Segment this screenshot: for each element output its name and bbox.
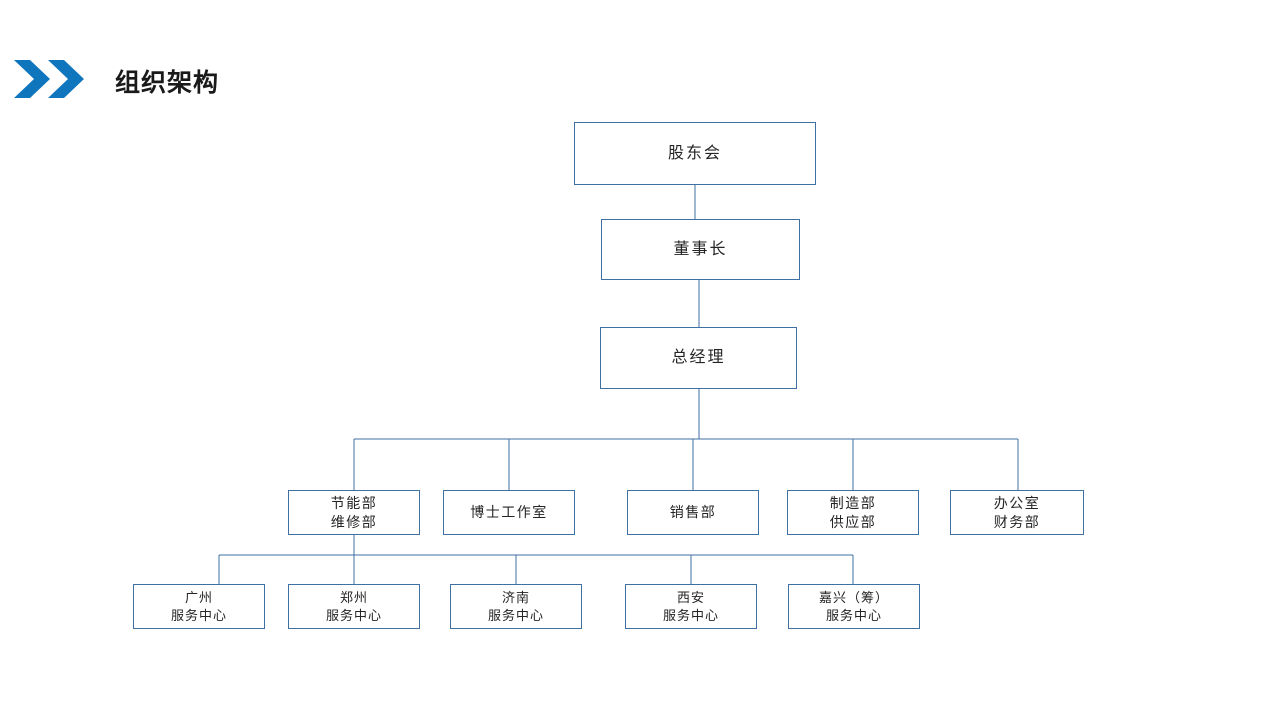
org-node-label: 股东会 <box>667 144 722 162</box>
double-chevron-right-icon <box>14 60 84 98</box>
org-node-label: 服务中心 <box>662 607 719 623</box>
org-node-label: 供应部 <box>829 513 877 530</box>
org-node-label: 服务中心 <box>170 607 227 623</box>
org-node-label: 济南 <box>501 589 530 605</box>
org-node-office-finance[interactable]: 办公室财务部 <box>950 490 1084 535</box>
org-node-guangzhou-service[interactable]: 广州服务中心 <box>133 584 265 629</box>
org-node-label: 董事长 <box>673 240 728 258</box>
org-node-label: 博士工作室 <box>470 504 548 521</box>
org-node-label: 广州 <box>184 589 213 605</box>
org-node-sales[interactable]: 销售部 <box>627 490 759 535</box>
org-node-label: 郑州 <box>339 589 368 605</box>
org-node-jinan-service[interactable]: 济南服务中心 <box>450 584 582 629</box>
page-title: 组织架构 <box>115 69 220 97</box>
org-node-label: 服务中心 <box>487 607 544 623</box>
org-node-label: 制造部 <box>829 494 877 511</box>
org-node-label: 嘉兴（筹） <box>818 589 889 605</box>
org-node-label: 财务部 <box>993 513 1041 530</box>
org-node-zhengzhou-service[interactable]: 郑州服务中心 <box>288 584 420 629</box>
org-node-label: 办公室 <box>993 494 1041 511</box>
org-node-label: 服务中心 <box>825 607 882 623</box>
page-header: 组织架构 <box>0 0 1280 140</box>
org-node-xian-service[interactable]: 西安服务中心 <box>625 584 757 629</box>
org-node-label: 维修部 <box>330 513 378 530</box>
org-node-label: 销售部 <box>669 504 717 521</box>
org-node-general-manager[interactable]: 总经理 <box>600 327 797 389</box>
org-node-label: 西安 <box>676 589 705 605</box>
org-node-doctoral-studio[interactable]: 博士工作室 <box>443 490 575 535</box>
org-node-manufacturing-supply[interactable]: 制造部供应部 <box>787 490 919 535</box>
org-node-jiaxing-service[interactable]: 嘉兴（筹） 服务中心 <box>788 584 920 629</box>
org-node-label: 总经理 <box>671 349 726 367</box>
org-node-energy-maintenance[interactable]: 节能部维修部 <box>288 490 420 535</box>
org-node-label: 节能部 <box>330 494 378 511</box>
org-node-shareholders[interactable]: 股东会 <box>574 122 816 185</box>
org-node-chairman[interactable]: 董事长 <box>601 219 800 280</box>
org-node-label: 服务中心 <box>325 607 382 623</box>
